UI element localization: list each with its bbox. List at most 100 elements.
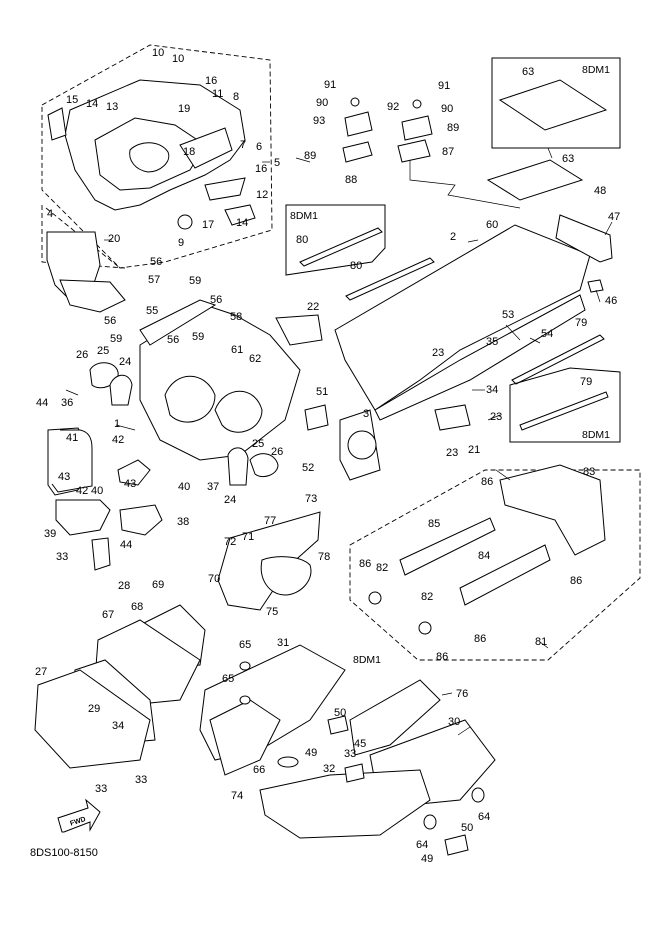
callout-49: 49 xyxy=(421,853,433,865)
callout-28: 28 xyxy=(118,580,130,592)
front-bumper-brackets xyxy=(47,427,163,571)
callout-49: 49 xyxy=(305,747,317,759)
variant-box-63 xyxy=(486,57,621,201)
callout-86: 86 xyxy=(570,575,582,587)
callout-63: 63 xyxy=(522,66,534,78)
callout-26: 26 xyxy=(271,446,283,458)
callout-17: 17 xyxy=(202,219,214,231)
callout-13: 13 xyxy=(106,101,118,113)
callout-58: 58 xyxy=(230,311,242,323)
callout-43: 43 xyxy=(58,471,70,483)
callout-59: 59 xyxy=(192,331,204,343)
callout-85: 85 xyxy=(428,518,440,530)
callout-31: 31 xyxy=(277,637,289,649)
callout-77: 77 xyxy=(264,515,276,527)
callout-73: 73 xyxy=(305,493,317,505)
callout-82: 82 xyxy=(421,591,433,603)
callout-23: 23 xyxy=(446,447,458,459)
callout-59: 59 xyxy=(110,333,122,345)
callout-88: 88 xyxy=(345,174,357,186)
callout-92: 92 xyxy=(387,101,399,113)
callout-68: 68 xyxy=(131,601,143,613)
callout-6: 6 xyxy=(256,141,262,153)
callout-22: 22 xyxy=(307,301,319,313)
callout-12: 12 xyxy=(256,189,268,201)
callout-56: 56 xyxy=(150,256,162,268)
callout-84: 84 xyxy=(478,550,490,562)
callout-78: 78 xyxy=(318,551,330,563)
callout-5: 5 xyxy=(274,157,280,169)
callout-86: 86 xyxy=(481,476,493,488)
callout-33: 33 xyxy=(56,551,68,563)
variant-box-79 xyxy=(509,334,621,443)
callout-3: 3 xyxy=(363,408,369,420)
center-frame xyxy=(89,299,471,486)
callout-60: 60 xyxy=(486,219,498,231)
callout-40: 40 xyxy=(178,481,190,493)
callout-7: 7 xyxy=(240,139,246,151)
callout-75: 75 xyxy=(266,606,278,618)
callout-2: 2 xyxy=(450,231,456,243)
callout-62: 62 xyxy=(249,353,261,365)
callout-80: 80 xyxy=(350,260,362,272)
variant-label-80: 8DM1 xyxy=(290,210,318,222)
callout-10: 10 xyxy=(172,53,184,65)
callout-19: 19 xyxy=(178,103,190,115)
callout-9: 9 xyxy=(178,237,184,249)
callout-87: 87 xyxy=(442,146,454,158)
callout-79: 79 xyxy=(580,376,592,388)
callout-86: 86 xyxy=(436,651,448,663)
callout-59: 59 xyxy=(189,275,201,287)
callout-37: 37 xyxy=(207,481,219,493)
callout-33: 33 xyxy=(135,774,147,786)
callout-14: 14 xyxy=(236,217,248,229)
callout-56: 56 xyxy=(167,334,179,346)
callout-38: 38 xyxy=(177,516,189,528)
callout-24: 24 xyxy=(119,356,131,368)
callout-10: 10 xyxy=(152,47,164,59)
variant-label-79: 8DM1 xyxy=(582,429,610,441)
callout-23: 23 xyxy=(490,411,502,423)
callout-91: 91 xyxy=(324,79,336,91)
rear-bracket-group xyxy=(349,464,641,661)
callout-36: 36 xyxy=(61,397,73,409)
callout-54: 54 xyxy=(541,328,553,340)
mount-assemblies xyxy=(342,97,521,209)
callout-8: 8 xyxy=(233,91,239,103)
callout-23: 23 xyxy=(432,347,444,359)
callout-34: 34 xyxy=(112,720,124,732)
callout-39: 39 xyxy=(44,528,56,540)
callout-82: 82 xyxy=(376,562,388,574)
callout-56: 56 xyxy=(104,315,116,327)
callout-51: 51 xyxy=(316,386,328,398)
callout-89: 89 xyxy=(304,150,316,162)
callout-71: 71 xyxy=(242,531,254,543)
callout-50: 50 xyxy=(334,707,346,719)
callout-26: 26 xyxy=(76,349,88,361)
callout-33: 33 xyxy=(344,748,356,760)
callout-25: 25 xyxy=(252,438,264,450)
variant-label-63: 8DM1 xyxy=(582,64,610,76)
callout-90: 90 xyxy=(441,103,453,115)
callout-72: 72 xyxy=(224,536,236,548)
front-frame-group xyxy=(41,44,273,313)
callout-44: 44 xyxy=(36,397,48,409)
callout-20: 20 xyxy=(108,233,120,245)
callout-47: 47 xyxy=(608,211,620,223)
callout-32: 32 xyxy=(323,763,335,775)
callout-41: 41 xyxy=(66,432,78,444)
callout-21: 21 xyxy=(468,444,480,456)
callout-34: 34 xyxy=(486,384,498,396)
callout-74: 74 xyxy=(231,790,243,802)
callout-42: 42 xyxy=(76,485,88,497)
callout-64: 64 xyxy=(478,811,490,823)
callout-93: 93 xyxy=(313,115,325,127)
callout-11: 11 xyxy=(212,88,223,100)
callout-55: 55 xyxy=(146,305,158,317)
fwd-arrow-label: FWD xyxy=(69,816,86,828)
callout-40: 40 xyxy=(91,485,103,497)
callout-90: 90 xyxy=(316,97,328,109)
callout-18: 18 xyxy=(183,146,195,158)
callout-53: 53 xyxy=(502,309,514,321)
callout-29: 29 xyxy=(88,703,100,715)
